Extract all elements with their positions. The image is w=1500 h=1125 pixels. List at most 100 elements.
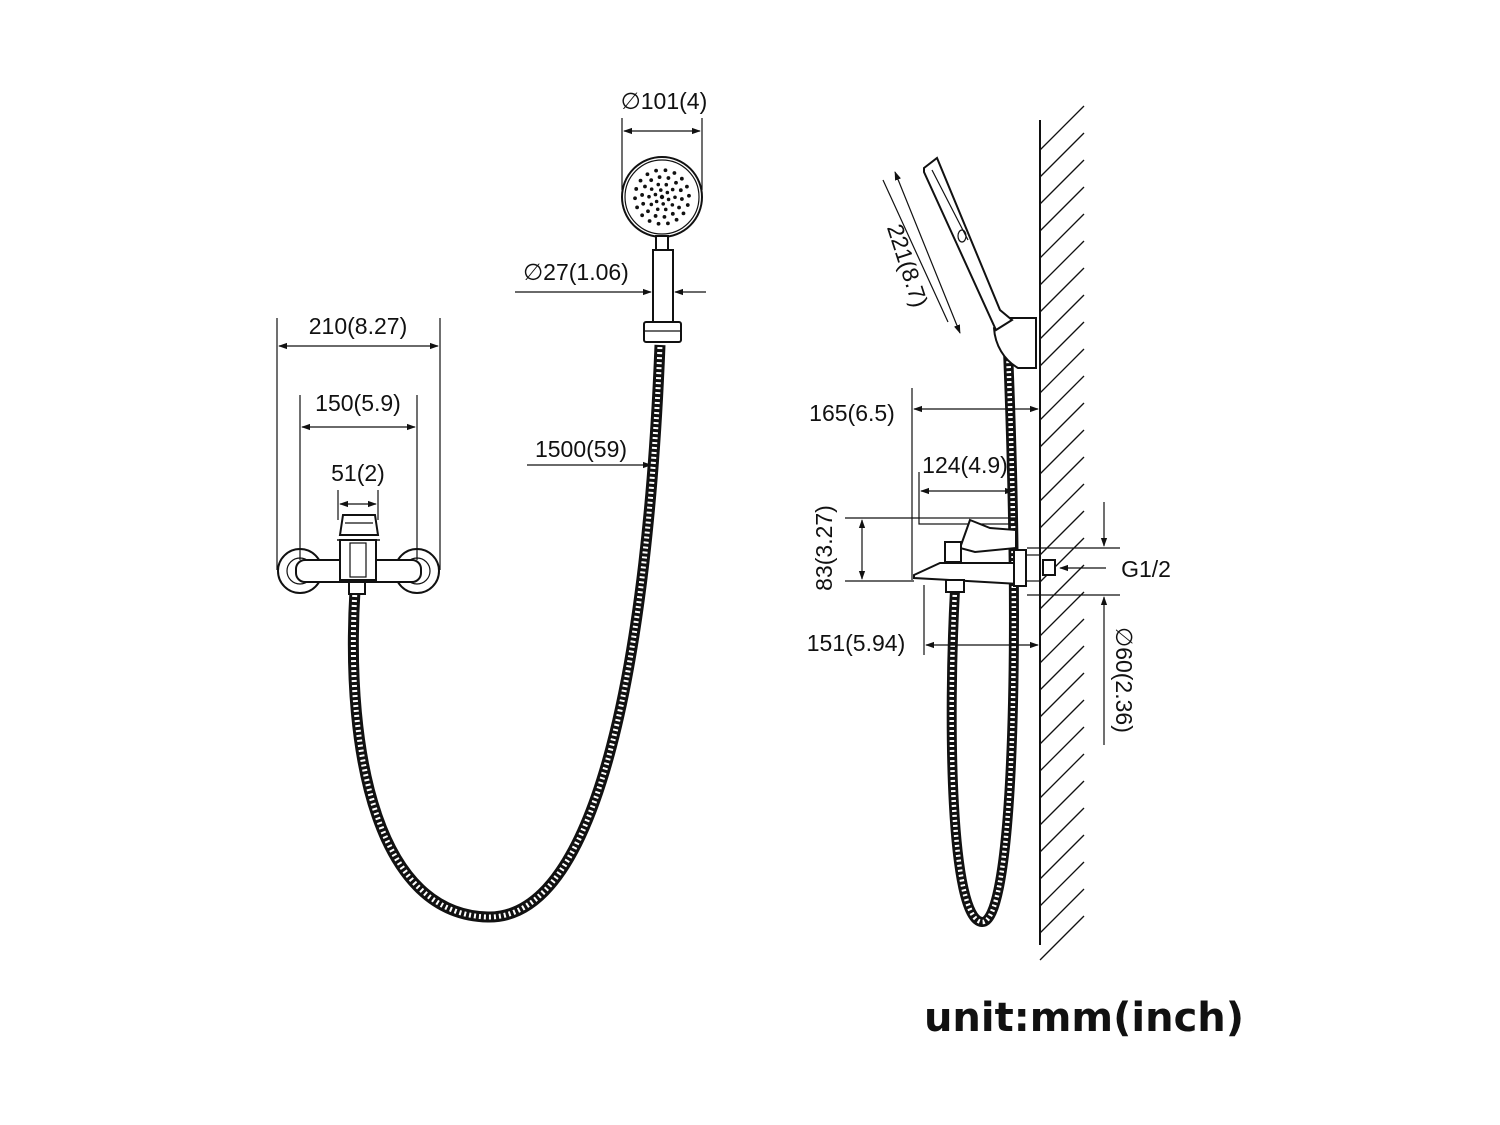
nozzle [681, 211, 686, 216]
hatch-line [1039, 699, 1085, 745]
nozzle [640, 213, 645, 218]
nozzle [656, 182, 661, 187]
dim-hose-length: 1500(59) [535, 436, 627, 462]
nozzle [665, 190, 670, 195]
nozzle [649, 202, 654, 207]
hose [347, 344, 666, 923]
nozzle [656, 221, 661, 226]
nozzle [670, 211, 675, 216]
nozzle [646, 209, 650, 214]
dim-handle-diameter: ∅27(1.06) [523, 259, 629, 285]
nozzle [658, 188, 663, 192]
nozzle [685, 203, 690, 207]
dim-head-diameter: ∅101(4) [621, 88, 708, 114]
dim-spout-projection: 151(5.94) [807, 630, 905, 656]
nozzle [666, 197, 671, 202]
hatch-line [1039, 780, 1085, 826]
nozzle [666, 176, 671, 180]
hatch-line [1039, 402, 1085, 448]
dim-flange-diameter: ∅60(2.36) [1111, 627, 1137, 733]
hatch-line [1039, 834, 1085, 880]
hatch-line [1039, 753, 1085, 799]
nozzle [679, 176, 684, 181]
dim-overall-width: 210(8.27) [309, 313, 407, 339]
nozzle [687, 193, 691, 198]
nozzle [635, 205, 639, 210]
nozzle [654, 168, 658, 173]
nozzle [649, 187, 654, 191]
nozzle [653, 214, 658, 218]
lever-handle [338, 514, 380, 536]
hatch-line [1039, 132, 1085, 178]
nozzle [677, 205, 681, 210]
dim-connection: G1/2 [1121, 556, 1171, 582]
hatch-line [1039, 429, 1085, 475]
nozzle [655, 207, 660, 212]
hatch-line [1039, 807, 1085, 853]
dim-body-depth: 124(4.9) [922, 452, 1008, 478]
hatch-line [1039, 672, 1085, 718]
hatch-line [1039, 294, 1085, 340]
hatch-line [1039, 888, 1085, 934]
side-shower [923, 156, 1014, 332]
dim-shower-length: 221(8.7) [882, 221, 933, 311]
hatch-line [1039, 159, 1085, 205]
nozzle [654, 199, 659, 204]
hatch-line [1039, 645, 1085, 691]
nozzle [659, 194, 665, 200]
side-view: 221(8.7) 165(6.5) 124(4.9) 83(3.27) G1/2… [807, 105, 1171, 961]
front-view: 210(8.27) 150(5.9) 51(2) 1500(59) ∅101(4… [276, 88, 708, 923]
dim-handle-width: 51(2) [331, 460, 385, 486]
shower-handle [652, 249, 674, 323]
nozzle [640, 193, 645, 197]
nozzle [647, 219, 652, 223]
nozzle [633, 196, 637, 201]
nozzle [638, 178, 643, 183]
wall-hatching [1039, 105, 1085, 961]
shower-head [621, 156, 703, 343]
hatch-line [1039, 348, 1085, 394]
nozzle [666, 221, 670, 226]
nozzle [653, 192, 658, 197]
nozzle [661, 202, 666, 206]
hatch-line [1039, 375, 1085, 421]
hatch-line [1039, 321, 1085, 367]
nozzle [662, 214, 667, 219]
hatch-line [1039, 618, 1085, 664]
nozzle [663, 207, 668, 212]
unit-label: unit:mm(inch) [924, 995, 1244, 1041]
hatch-line [1039, 591, 1085, 637]
nozzle [647, 194, 651, 199]
nozzle [674, 180, 678, 185]
nozzle [672, 171, 677, 175]
nozzle [634, 187, 639, 191]
hatch-line [1039, 564, 1085, 610]
hatch-line [1039, 105, 1085, 151]
hatch-line [1039, 483, 1085, 529]
nozzle [663, 168, 668, 173]
hatch-line [1039, 213, 1085, 259]
side-mixer-body [958, 518, 1017, 554]
nozzle [685, 184, 689, 189]
nozzle [643, 184, 647, 189]
hatch-line [1039, 915, 1085, 961]
nozzle [641, 201, 646, 206]
hatch-line [1039, 240, 1085, 286]
dim-center-distance: 150(5.9) [315, 390, 401, 416]
nozzle [670, 187, 675, 192]
nozzle [645, 172, 650, 177]
hatch-line [1039, 186, 1085, 232]
hatch-line [1039, 861, 1085, 907]
dim-projection: 165(6.5) [809, 400, 895, 426]
hatch-line [1039, 267, 1085, 313]
nozzle [670, 203, 675, 207]
hatch-line [1039, 726, 1085, 772]
nozzle [679, 197, 684, 201]
hatch-line [1039, 456, 1085, 502]
dim-height: 83(3.27) [811, 505, 837, 591]
nozzle [649, 178, 654, 183]
nozzle [674, 217, 679, 222]
nozzle [664, 182, 669, 187]
